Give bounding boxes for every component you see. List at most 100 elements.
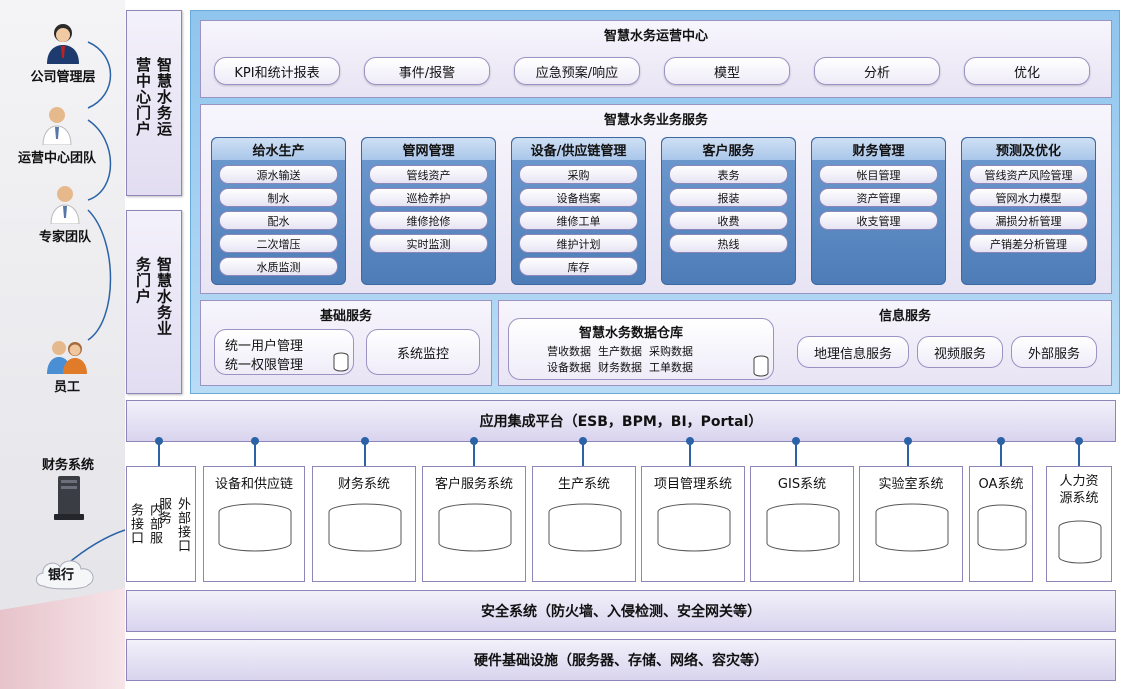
external-interface-label: 外部接口服务 — [156, 497, 190, 553]
service-item[interactable]: 库存 — [519, 257, 638, 276]
connector-line — [254, 442, 256, 466]
business-column: 设备/供应链管理 采购 设备档案 维修工单 维护计划 库存 — [511, 137, 646, 285]
service-item[interactable]: 采购 — [519, 165, 638, 184]
business-services-title: 智慧水务业务服务 — [603, 113, 708, 128]
system-name: 人力资源系统 — [1059, 474, 1099, 506]
service-item[interactable]: 巡检养护 — [369, 188, 488, 207]
service-item[interactable]: 维修抢修 — [369, 211, 488, 230]
optimize-button[interactable]: 优化 — [964, 57, 1090, 85]
model-button[interactable]: 模型 — [664, 57, 790, 85]
connector-dot — [361, 437, 369, 445]
system-box[interactable]: 客户服务系统 — [422, 466, 526, 582]
interface-services-box[interactable]: 内部服务接口 外部接口服务 — [126, 466, 196, 582]
data-warehouse-title: 智慧水务数据仓库 — [578, 326, 683, 341]
connector-line — [582, 442, 584, 466]
database-icon — [438, 503, 512, 552]
unified-user-mgmt[interactable]: 统一用户管理 统一权限管理 — [214, 329, 354, 375]
connector-dot — [1075, 437, 1083, 445]
business-column: 客户服务 表务 报装 收费 热线 — [661, 137, 796, 285]
system-name: 项目管理系统 — [653, 477, 732, 492]
hardware-infrastructure-label: 硬件基础设施（服务器、存储、网络、容灾等） — [474, 653, 768, 669]
connector-dot — [904, 437, 912, 445]
connector-dot — [792, 437, 800, 445]
service-item[interactable]: 水质监测 — [219, 257, 338, 276]
database-icon — [328, 503, 402, 552]
service-item[interactable]: 配水 — [219, 211, 338, 230]
system-box[interactable]: 设备和供应链 — [203, 466, 305, 582]
internal-interface-label: 内部服务接口 — [128, 503, 162, 545]
connector-line — [689, 442, 691, 466]
gis-service-button[interactable]: 地理信息服务 — [797, 336, 909, 368]
system-box[interactable]: 财务系统 — [312, 466, 416, 582]
system-box[interactable]: 项目管理系统 — [641, 466, 745, 582]
connector-line — [907, 442, 909, 466]
connector-dot — [251, 437, 259, 445]
system-box[interactable]: OA系统 — [969, 466, 1033, 582]
system-monitor[interactable]: 系统监控 — [366, 329, 480, 375]
analysis-button[interactable]: 分析 — [814, 57, 940, 85]
security-system-bar[interactable]: 安全系统（防火墙、入侵检测、安全网关等） — [126, 590, 1116, 632]
data-warehouse-line1: 营收数据 生产数据 采购数据 — [547, 345, 693, 358]
business-column: 管网管理 管线资产 巡检养护 维修抢修 实时监测 — [361, 137, 496, 285]
service-item[interactable]: 维修工单 — [519, 211, 638, 230]
business-portal[interactable]: 智慧水务业务门户 — [126, 210, 182, 394]
service-item[interactable]: 收费 — [669, 211, 788, 230]
connector-line — [158, 442, 160, 466]
service-item[interactable]: 管网水力模型 — [969, 188, 1088, 207]
ops-center-title: 智慧水务运营中心 — [603, 29, 708, 44]
emergency-plan-button[interactable]: 应急预案/响应 — [514, 57, 640, 85]
ops-center-portal[interactable]: 智慧水务运营中心门户 — [126, 10, 182, 196]
system-box[interactable]: 人力资源系统 — [1046, 466, 1112, 582]
service-item[interactable]: 管线资产风险管理 — [969, 165, 1088, 184]
external-service-button[interactable]: 外部服务 — [1011, 336, 1097, 368]
system-box[interactable]: GIS系统 — [750, 466, 854, 582]
ops-center-panel: 智慧水务运营中心 — [200, 20, 1112, 98]
event-alarm-button[interactable]: 事件/报警 — [364, 57, 490, 85]
system-name: 客户服务系统 — [434, 477, 513, 492]
group-icon — [47, 341, 87, 374]
service-item[interactable]: 漏损分析管理 — [969, 211, 1088, 230]
service-item[interactable]: 源水输送 — [219, 165, 338, 184]
system-monitor-label: 系统监控 — [396, 346, 449, 362]
person-icon — [42, 107, 72, 145]
uum-line1: 统一用户管理 — [225, 339, 304, 354]
service-item[interactable]: 热线 — [669, 234, 788, 253]
database-icon — [1058, 520, 1102, 564]
connector-line — [473, 442, 475, 466]
system-box[interactable]: 实验室系统 — [859, 466, 963, 582]
service-item[interactable]: 二次增压 — [219, 234, 338, 253]
person-icon — [50, 186, 80, 224]
video-service-button[interactable]: 视频服务 — [917, 336, 1003, 368]
column-title: 预测及优化 — [995, 144, 1061, 159]
service-item[interactable]: 制水 — [219, 188, 338, 207]
system-name: GIS系统 — [777, 477, 827, 492]
ops-center-portal-label: 智慧水务运营中心门户 — [134, 57, 173, 137]
actor-label: 专家团队 — [38, 230, 91, 245]
service-item[interactable]: 维护计划 — [519, 234, 638, 253]
service-item[interactable]: 管线资产 — [369, 165, 488, 184]
connector-line — [1000, 442, 1002, 466]
connector-line — [364, 442, 366, 466]
kpi-report-button[interactable]: KPI和统计报表 — [214, 57, 340, 85]
actor-label: 运营中心团队 — [17, 151, 96, 166]
service-item[interactable]: 产销差分析管理 — [969, 234, 1088, 253]
actor-expert-team: 专家团队 — [10, 184, 120, 245]
system-name: 生产系统 — [557, 477, 610, 492]
system-name: 实验室系统 — [878, 477, 944, 492]
data-warehouse[interactable]: 智慧水务数据仓库 营收数据 生产数据 采购数据 设备数据 财务数据 工单数据 — [508, 318, 774, 380]
system-box[interactable]: 生产系统 — [532, 466, 636, 582]
service-item[interactable]: 表务 — [669, 165, 788, 184]
service-item[interactable]: 报装 — [669, 188, 788, 207]
hardware-infrastructure-bar[interactable]: 硬件基础设施（服务器、存储、网络、容灾等） — [126, 639, 1116, 681]
cloud-icon — [35, 560, 94, 590]
service-item[interactable]: 资产管理 — [819, 188, 938, 207]
gis-service-label: 地理信息服务 — [813, 346, 892, 362]
integration-platform-bar[interactable]: 应用集成平台（ESB，BPM，BI，Portal） — [126, 400, 1116, 442]
service-item[interactable]: 实时监测 — [369, 234, 488, 253]
database-icon — [977, 504, 1027, 551]
database-icon — [657, 503, 731, 552]
service-item[interactable]: 设备档案 — [519, 188, 638, 207]
integration-platform-label: 应用集成平台（ESB，BPM，BI，Portal） — [479, 414, 763, 430]
service-item[interactable]: 帐目管理 — [819, 165, 938, 184]
service-item[interactable]: 收支管理 — [819, 211, 938, 230]
